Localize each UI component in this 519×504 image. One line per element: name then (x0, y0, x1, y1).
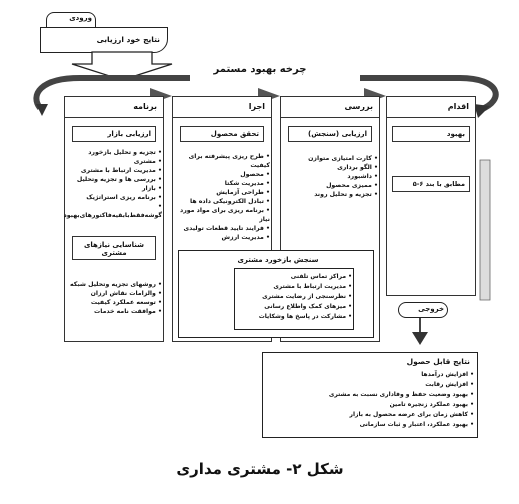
list-item: موافقت نامه خدمات (66, 307, 162, 316)
list-item: توسعه عملکرد کیفیت (66, 298, 162, 307)
feedback-title: سنجش بازخورد مشتری (237, 256, 319, 264)
list-item: مدیریت ارتباط با مشتری (66, 166, 162, 175)
list-item: بهبود عملکرد زنجیره تامین (264, 400, 474, 410)
list-item: گوشه‌فقط‌با‌بقیه‌فاکتورهای‌بهبود‌ (64, 202, 162, 220)
list-item: روشهای تجزیه وتحلیل شبکه (66, 280, 162, 289)
list-item: برنامه ریزی برای مواد مورد نیاز (174, 206, 270, 224)
column-check-subtitle: ارزیابی (سنجش) (288, 126, 372, 142)
list-item: داشبورد (282, 172, 378, 181)
list-item: ممیزی محصول (282, 181, 378, 190)
input-label: ورودی (69, 14, 92, 22)
list-item: کارت امتیازی متوازن (282, 154, 378, 163)
list-item: مدیریت ارتباط با مشتری (236, 282, 352, 292)
column-act-title: اقدام (386, 96, 476, 118)
feedback-items: مراکز تماس تلفنی مدیریت ارتباط با مشتری … (236, 272, 360, 322)
figure-caption: شکل ۲- مشتری مداری (176, 460, 344, 478)
output-items: افزایش درآمدها افزایش رقابت بهبود وضعیت … (264, 370, 482, 430)
list-item: کاهش زمان برای عرضه محصول به بازار (264, 410, 474, 420)
list-item: طراحی آزمایش (174, 188, 270, 197)
column-check-title: بررسی (280, 96, 380, 118)
output-label-box (398, 302, 448, 318)
column-check-items: کارت امتیازی متوازن الگو برداری داشبورد … (282, 154, 386, 199)
list-item: فرایند تایید قطعات تولیدی (174, 224, 270, 233)
column-do-subtitle: تحقق محصول (180, 126, 264, 142)
output-label: خروجی (418, 305, 444, 313)
list-item: بررسی ها و تجزیه وتحلیل (66, 175, 162, 184)
list-item: مدیریت ارزش (174, 233, 270, 242)
list-item: تجزیه و تحلیل روند (282, 190, 378, 199)
list-item: محصول (174, 170, 270, 179)
list-item: میزهای کمک واطلاع رسانی (236, 302, 352, 312)
column-act-subtitle: بهبود (392, 126, 470, 142)
list-item: تبادل الکترونیکی داده ها (174, 197, 270, 206)
cycle-title: چرخه بهبود مستمر (213, 64, 307, 75)
list-item: بازار (66, 184, 162, 193)
list-item: تجزیه و تحلیل بازخورد (66, 148, 162, 157)
column-plan-subtitle: ارزیابی بازار (72, 126, 156, 142)
input-title: نتایج خود ارزیابی (96, 35, 160, 44)
column-do-title: اجرا (172, 96, 272, 118)
list-item: مشتری (66, 157, 162, 166)
output-title: نتایج قابل حصول (406, 357, 470, 366)
column-do-items: طرح ریزی پیشرفته برای کیفیت محصول مدیریت… (174, 152, 278, 242)
list-item: بهبود وضعیت حفظ و وفاداری نسبت به مشتری (264, 390, 474, 400)
list-item: افزایش درآمدها (264, 370, 474, 380)
list-item: مراکز تماس تلفنی (236, 272, 352, 282)
column-plan-subtitle2: شناسایی نیازهای مشتری (72, 236, 156, 260)
list-item: افزایش رقابت (264, 380, 474, 390)
list-item: مدیریت شکتا (174, 179, 270, 188)
column-plan-items: تجزیه و تحلیل بازخورد مشتری مدیریت ارتبا… (64, 148, 170, 220)
list-item: نظرسنجی از رضایت مشتری (236, 292, 352, 302)
list-item: بهبود عملکرد، اعتبار و ثبات سازمانی (264, 420, 474, 430)
list-item: طرح ریزی پیشرفته برای کیفیت (174, 152, 270, 170)
input-box (40, 27, 168, 53)
column-act-note: مطابق با بند ۶-۵ (392, 176, 470, 192)
list-item: الگو برداری (282, 163, 378, 172)
list-item: مشارکت در پاسخ ها وشکایات (236, 312, 352, 322)
column-plan-title: برنامه (64, 96, 164, 118)
list-item: برنامه ریزی استراتژیک (66, 193, 162, 202)
list-item: والزامات نقاش ارزان (66, 289, 162, 298)
column-plan-items2: روشهای تجزیه وتحلیل شبکه والزامات نقاش ا… (66, 280, 170, 316)
